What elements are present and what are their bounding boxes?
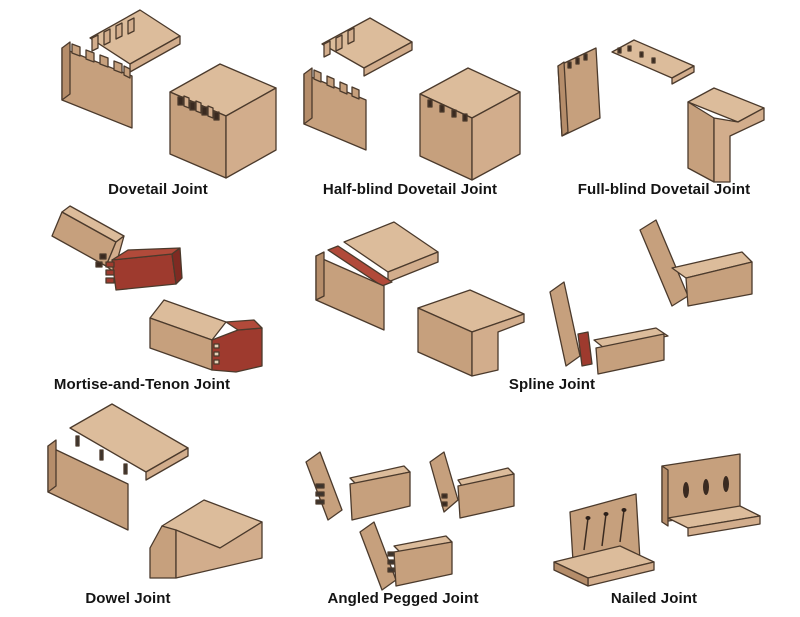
- caption-angled-pegged-joint: Angled Pegged Joint: [327, 590, 479, 607]
- caption-spline-joint: Spline Joint: [508, 376, 596, 393]
- full-blind-dovetail-joint-illustration: [557, 39, 765, 183]
- spline-joint-illustration: [315, 219, 753, 377]
- nailed-joint-illustration: [553, 453, 761, 587]
- half-blind-dovetail-joint-illustration: [303, 17, 521, 181]
- dovetail-joint-illustration: [61, 9, 277, 179]
- caption-half-blind-dovetail-joint: Half-blind Dovetail Joint: [322, 181, 498, 198]
- mortise-and-tenon-joint-illustration: [51, 205, 263, 373]
- dowel-joint-illustration: [47, 403, 263, 579]
- caption-mortise-and-tenon-joint: Mortise-and-Tenon Joint: [53, 376, 231, 393]
- caption-dovetail-joint: Dovetail Joint: [108, 181, 208, 198]
- caption-dowel-joint: Dowel Joint: [85, 590, 171, 607]
- angled-pegged-joint-illustration: [305, 451, 515, 591]
- caption-nailed-joint: Nailed Joint: [610, 590, 698, 607]
- caption-full-blind-dovetail-joint: Full-blind Dovetail Joint: [577, 181, 751, 198]
